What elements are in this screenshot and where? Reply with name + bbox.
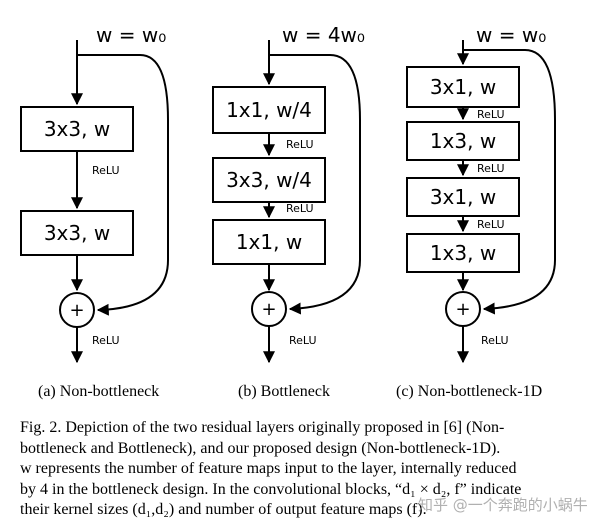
caption-line: w represents the number of feature maps … — [20, 460, 517, 477]
panel-c-relu-out: ReLU — [481, 334, 509, 347]
panel-c-relu-2: ReLU — [477, 162, 505, 175]
panel-b-relu-1: ReLU — [286, 138, 314, 151]
caption-line: Fig. 2. Depiction of the two residual la… — [20, 419, 505, 436]
panel-c-caption: (c) Non-bottleneck-1D — [396, 383, 542, 400]
panel-c-sum-node: + — [445, 291, 481, 327]
panel-b-relu-2: ReLU — [286, 202, 314, 215]
panel-b-block-3: 1x1, w — [212, 219, 326, 265]
svg-text:3x1, w: 3x1, w — [430, 185, 496, 209]
panel-c-block-4: 1x3, w — [406, 233, 520, 273]
svg-text:3x3, w: 3x3, w — [44, 117, 110, 141]
panel-bottleneck: w = 4w₀ 1x1, w/4 ReLU 3x3, w/4 ReLU 1x1,… — [212, 23, 365, 400]
panel-a-block-2: 3x3, w — [20, 210, 134, 256]
panel-b-sum-node: + — [251, 291, 287, 327]
panel-c-block-3: 3x1, w — [406, 177, 520, 217]
svg-text:1x1, w: 1x1, w — [236, 230, 302, 254]
panel-a-block-1: 3x3, w — [20, 106, 134, 152]
panel-non-bottleneck-1d: w = w₀ 3x1, w ReLU 1x3, w ReLU 3x1, w Re… — [396, 23, 556, 400]
panel-a-relu-1: ReLU — [92, 164, 120, 177]
panel-b-width-label: w = 4w₀ — [282, 23, 365, 47]
svg-text:3x3, w: 3x3, w — [44, 221, 110, 245]
panel-c-relu-1: ReLU — [477, 108, 505, 121]
panel-a-sum-node: + — [59, 292, 95, 328]
caption-line: bottleneck and Bottleneck), and our prop… — [20, 439, 501, 457]
svg-text:3x1, w: 3x1, w — [430, 75, 496, 99]
caption-line: their kernel sizes (d₁,d₂) and number of… — [20, 501, 427, 518]
panel-a-relu-out: ReLU — [92, 334, 120, 347]
panel-b-caption: (b) Bottleneck — [238, 383, 330, 400]
panel-non-bottleneck: w = w₀ 3x3, w ReLU 3x3, w + ReLU (a) Non… — [20, 23, 169, 400]
figure-caption: Fig. 2. Depiction of the two residual la… — [20, 418, 580, 521]
panel-b-block-1: 1x1, w/4 — [212, 86, 326, 134]
svg-text:1x3, w: 1x3, w — [430, 241, 496, 265]
svg-text:1x3, w: 1x3, w — [430, 129, 496, 153]
svg-text:+: + — [455, 299, 470, 320]
panel-c-width-label: w = w₀ — [476, 23, 546, 47]
panel-b-relu-out: ReLU — [289, 334, 317, 347]
svg-text:3x3, w/4: 3x3, w/4 — [226, 168, 312, 192]
panel-a-caption: (a) Non-bottleneck — [38, 383, 159, 400]
watermark: 知乎 @一个奔跑的小蜗牛 — [418, 496, 588, 514]
panel-c-relu-3: ReLU — [477, 218, 505, 231]
residual-block-diagram: w = w₀ 3x3, w ReLU 3x3, w + ReLU (a) Non… — [20, 23, 556, 400]
panel-c-block-2: 1x3, w — [406, 121, 520, 161]
svg-text:+: + — [69, 300, 84, 321]
panel-a-width-label: w = w₀ — [96, 23, 166, 47]
panel-c-block-1: 3x1, w — [406, 66, 520, 108]
svg-text:1x1, w/4: 1x1, w/4 — [226, 98, 312, 122]
caption-line: by 4 in the bottleneck design. In the co… — [20, 480, 522, 498]
panel-b-block-2: 3x3, w/4 — [212, 157, 326, 203]
svg-text:+: + — [261, 299, 276, 320]
